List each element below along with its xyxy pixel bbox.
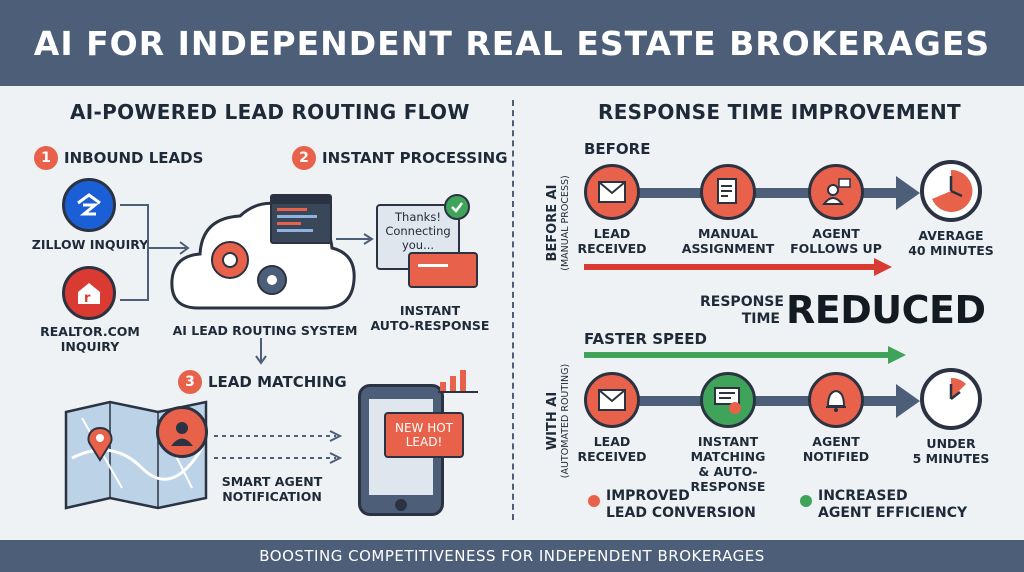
envelope-icon-fast xyxy=(584,372,640,428)
step-title-processing: INSTANT PROCESSING xyxy=(322,149,508,167)
section-divider xyxy=(512,100,514,520)
before-step1-line2: RECEIVED xyxy=(577,241,647,256)
before-timeline-arrowhead xyxy=(896,176,920,210)
benefit-conversion-line1: IMPROVED xyxy=(606,488,690,504)
before-time-line2: 40 MINUTES xyxy=(908,243,994,258)
after-step2-line1: INSTANT xyxy=(697,434,759,449)
after-step3-line2: NOTIFIED xyxy=(802,449,870,464)
svg-text:r: r xyxy=(84,291,91,306)
notification-label-line2: NOTIFICATION xyxy=(222,489,322,504)
matching-chat-icon xyxy=(700,372,756,428)
stopwatch-fast-icon xyxy=(920,368,982,430)
hot-lead-text: NEW HOT LEAD! xyxy=(394,421,454,449)
response-time-label: RESPONSE TIME xyxy=(700,294,784,328)
faster-speed-label: FASTER SPEED xyxy=(584,330,707,348)
after-side-line2: (AUTOMATED ROUTING) xyxy=(560,363,571,479)
cloud-to-response-arrow xyxy=(336,233,374,245)
bell-icon xyxy=(808,372,864,428)
page-title: AI FOR INDEPENDENT REAL ESTATE BROKERAGE… xyxy=(33,23,991,63)
chat-bubble-text: Thanks! Connecting you... xyxy=(385,210,451,252)
after-timeline-arrowhead xyxy=(896,384,920,418)
document-icon xyxy=(700,164,756,220)
after-side-label: WITH AI (AUTOMATED ROUTING) xyxy=(528,350,588,490)
zillow-label: ZILLOW INQUIRY xyxy=(31,237,149,252)
agent-avatar-icon xyxy=(156,406,208,458)
after-step2-line3: & AUTO-RESPONSE xyxy=(690,464,766,494)
down-arrow xyxy=(255,338,267,365)
before-time-line1: AVERAGE xyxy=(918,228,984,243)
system-label: AI LEAD ROUTING SYSTEM xyxy=(172,323,358,338)
after-step3-line1: AGENT xyxy=(812,434,860,449)
footer-bar: BOOSTING COMPETITIVENESS FOR INDEPENDENT… xyxy=(0,540,1024,572)
bar-chart-icon xyxy=(438,370,478,393)
slow-red-arrowhead xyxy=(874,258,892,276)
before-side-line2: (MANUAL PROCESS) xyxy=(560,175,571,271)
after-step2-line2: MATCHING xyxy=(690,449,766,464)
after-time-line1: UNDER xyxy=(926,436,976,451)
footer-text: BOOSTING COMPETITIVENESS FOR INDEPENDENT… xyxy=(259,547,765,565)
benefit-conversion: IMPROVED LEAD CONVERSION xyxy=(606,488,756,522)
step-title-inbound: INBOUND LEADS xyxy=(64,149,204,167)
after-step1-line2: RECEIVED xyxy=(577,449,647,464)
realtor-label-line2: INQUIRY xyxy=(60,339,120,354)
fast-green-arrowhead xyxy=(888,346,906,364)
benefit-efficiency-line1: INCREASED xyxy=(818,488,908,504)
realtor-icon: r xyxy=(62,266,116,320)
before-side-line1: BEFORE AI xyxy=(545,184,560,262)
before-step2-line1: MANUAL xyxy=(698,226,758,241)
response-time-line1: RESPONSE xyxy=(700,294,784,310)
benefit-efficiency: INCREASED AGENT EFFICIENCY xyxy=(818,488,967,522)
response-time-line2: TIME xyxy=(741,311,780,327)
notification-label-line1: SMART AGENT xyxy=(221,474,323,489)
benefit-conversion-line2: LEAD CONVERSION xyxy=(606,505,756,521)
inbound-connector xyxy=(120,204,190,301)
before-step3-line2: FOLLOWS UP xyxy=(790,241,882,256)
left-section-title: AI-POWERED LEAD ROUTING FLOW xyxy=(70,100,470,124)
step-title-matching: LEAD MATCHING xyxy=(208,373,347,391)
benefit-bullet-efficiency xyxy=(800,495,812,507)
before-step2-line2: ASSIGNMENT xyxy=(681,241,775,256)
step-number-2: 2 xyxy=(292,146,316,170)
after-side-line1: WITH AI xyxy=(545,391,560,451)
fast-green-bar xyxy=(584,352,890,358)
zillow-icon xyxy=(62,178,116,232)
before-label: BEFORE xyxy=(584,140,651,158)
realtor-label-line1: REALTOR.COM xyxy=(40,324,140,339)
auto-response-label-line2: AUTO-RESPONSE xyxy=(370,318,490,333)
after-time-line2: 5 MINUTES xyxy=(912,451,990,466)
right-section-title: RESPONSE TIME IMPROVEMENT xyxy=(598,100,961,124)
reduced-word: REDUCED xyxy=(786,288,986,332)
before-step3-line1: AGENT xyxy=(812,226,860,241)
before-step1-line1: LEAD xyxy=(593,226,631,241)
benefit-efficiency-line2: AGENT EFFICIENCY xyxy=(818,505,968,521)
envelope-icon xyxy=(584,164,640,220)
before-side-label: BEFORE AI (MANUAL PROCESS) xyxy=(528,152,588,292)
notification-arrows xyxy=(214,430,343,464)
header-bar: AI FOR INDEPENDENT REAL ESTATE BROKERAGE… xyxy=(0,0,1024,86)
check-icon xyxy=(444,194,470,220)
agent-chat-icon xyxy=(808,164,864,220)
step-number-1: 1 xyxy=(34,146,58,170)
benefit-bullet-conversion xyxy=(588,495,600,507)
after-step1-line1: LEAD xyxy=(593,434,631,449)
hot-lead-alert: NEW HOT LEAD! xyxy=(384,412,464,458)
auto-response-label-line1: INSTANT xyxy=(399,303,461,318)
step-number-3: 3 xyxy=(178,370,202,394)
slow-red-bar xyxy=(584,264,876,270)
reply-bubble-icon xyxy=(408,252,478,288)
code-window-icon xyxy=(270,194,332,244)
stopwatch-slow-icon xyxy=(920,160,982,222)
